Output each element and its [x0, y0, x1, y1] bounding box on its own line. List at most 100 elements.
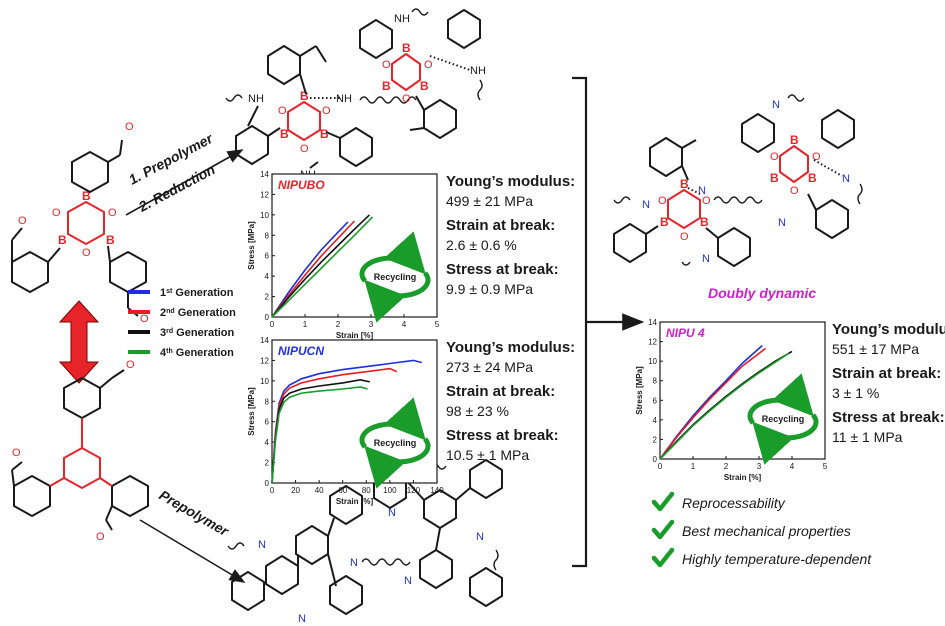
y-tick-label: 14 [260, 336, 269, 345]
svg-text:B: B [382, 79, 391, 93]
svg-text:NH: NH [470, 65, 486, 77]
recycle-icon: Recycling [747, 373, 819, 465]
svg-text:N: N [772, 99, 780, 111]
chart-title: NIPUBO [278, 178, 325, 192]
svg-text:B: B [660, 215, 669, 229]
svg-text:B: B [320, 127, 329, 141]
svg-text:N: N [778, 217, 786, 229]
feature-item: Reprocessability [682, 495, 786, 511]
series-line [659, 347, 767, 460]
property-value: 273 ± 24 MPa [446, 359, 533, 375]
check-icon [651, 547, 675, 568]
reaction-arrow-bottom: Prepolymer [139, 487, 246, 583]
svg-text:N: N [476, 531, 484, 543]
svg-text:B: B [300, 89, 309, 103]
series-line [271, 386, 368, 484]
y-tick-label: 12 [648, 338, 657, 347]
x-tick-label: 80 [362, 486, 371, 495]
x-tick-label: 120 [407, 486, 421, 495]
y-tick-label: 4 [653, 416, 658, 425]
svg-text:B: B [770, 171, 779, 185]
y-tick-label: 8 [265, 231, 270, 240]
property-value: 98 ± 23 % [446, 403, 509, 419]
svg-text:B: B [790, 133, 799, 147]
x-tick-label: 3 [757, 462, 762, 471]
property-value: 551 ± 17 MPa [832, 341, 919, 357]
svg-text:N: N [842, 173, 850, 185]
svg-text:O: O [12, 447, 21, 459]
x-tick-label: 1 [691, 462, 696, 471]
svg-text:O: O [140, 313, 149, 325]
y-axis-label: Stress [MPa] [247, 221, 256, 270]
x-tick-label: 3 [369, 320, 374, 329]
series-line [271, 221, 349, 318]
y-tick-label: 8 [653, 377, 658, 386]
svg-text:B: B [700, 215, 709, 229]
x-tick-label: 1 [303, 320, 308, 329]
svg-text:NH: NH [336, 93, 352, 105]
property-value: 11 ± 1 MPa [832, 429, 903, 445]
svg-text:O: O [96, 531, 105, 543]
svg-text:O: O [424, 59, 433, 71]
svg-text:N: N [258, 539, 266, 551]
y-axis-label: Stress [MPa] [635, 366, 644, 415]
y-tick-label: 6 [265, 252, 270, 261]
x-axis-label: Strain [%] [724, 473, 762, 482]
property-heading: Young’s modulus: [446, 339, 575, 356]
nipubo-polymer-structure: B O O B B O NH NH NH B O O B B O NH NH [225, 8, 486, 186]
x-tick-label: 0 [270, 320, 275, 329]
svg-text:O: O [382, 59, 391, 71]
svg-text:O: O [680, 231, 689, 243]
tribenzaldehyde-monomer-structure: O O O [11, 359, 149, 543]
y-tick-label: 10 [648, 357, 657, 366]
doubly-dynamic-label: Doubly dynamic [708, 285, 816, 301]
svg-text:N: N [350, 557, 358, 569]
reaction-arrow-top: 1. Prepolymer 2. Reduction [125, 129, 244, 216]
x-tick-label: 4 [402, 320, 407, 329]
svg-text:N: N [642, 199, 650, 211]
svg-text:O: O [126, 359, 135, 371]
property-heading: Strain at break: [446, 217, 555, 234]
x-tick-label: 0 [658, 462, 663, 471]
recycle-icon: Recycling [359, 397, 431, 489]
property-value: 9.9 ± 0.9 MPa [446, 281, 533, 297]
property-heading: Stress at break: [446, 261, 559, 278]
legend-entry: 3rd Generation [160, 327, 235, 339]
series-line [659, 352, 790, 460]
y-tick-label: 6 [265, 418, 270, 427]
legend-entry: 4th Generation [160, 347, 234, 359]
property-heading: Strain at break: [832, 365, 941, 382]
x-axis-label: Strain [%] [336, 331, 374, 340]
boroxine-monomer-structure: O O B B B O O O O [11, 121, 149, 325]
x-tick-label: 5 [823, 462, 828, 471]
x-tick-label: 5 [435, 320, 440, 329]
property-heading: Strain at break: [446, 383, 555, 400]
y-tick-label: 10 [260, 377, 269, 386]
svg-text:B: B [402, 41, 411, 55]
y-tick-label: 0 [265, 479, 270, 488]
y-tick-label: 2 [265, 459, 270, 468]
series-line [271, 216, 374, 318]
check-icon [651, 519, 675, 540]
svg-text:O: O [402, 93, 411, 105]
y-tick-label: 2 [653, 435, 658, 444]
nipucn-polymer-structure: N N N N N N [227, 459, 503, 625]
property-heading: Young’s modulus: [446, 173, 575, 190]
svg-text:B: B [420, 79, 429, 93]
y-tick-label: 4 [265, 438, 270, 447]
y-tick-label: 14 [648, 318, 657, 327]
legend-entry: 1st Generation [160, 287, 234, 299]
svg-text:O: O [790, 185, 799, 197]
chart-title: NIPU 4 [666, 326, 705, 340]
svg-text:N: N [404, 575, 412, 587]
bracket-arrow-icon [572, 76, 645, 568]
feature-item: Highly temperature-dependent [682, 551, 872, 567]
svg-text:O: O [278, 105, 287, 117]
svg-text:O: O [770, 151, 779, 163]
property-heading: Stress at break: [446, 427, 559, 444]
svg-text:O: O [702, 195, 711, 207]
svg-text:O: O [812, 151, 821, 163]
y-tick-label: 14 [260, 170, 269, 179]
